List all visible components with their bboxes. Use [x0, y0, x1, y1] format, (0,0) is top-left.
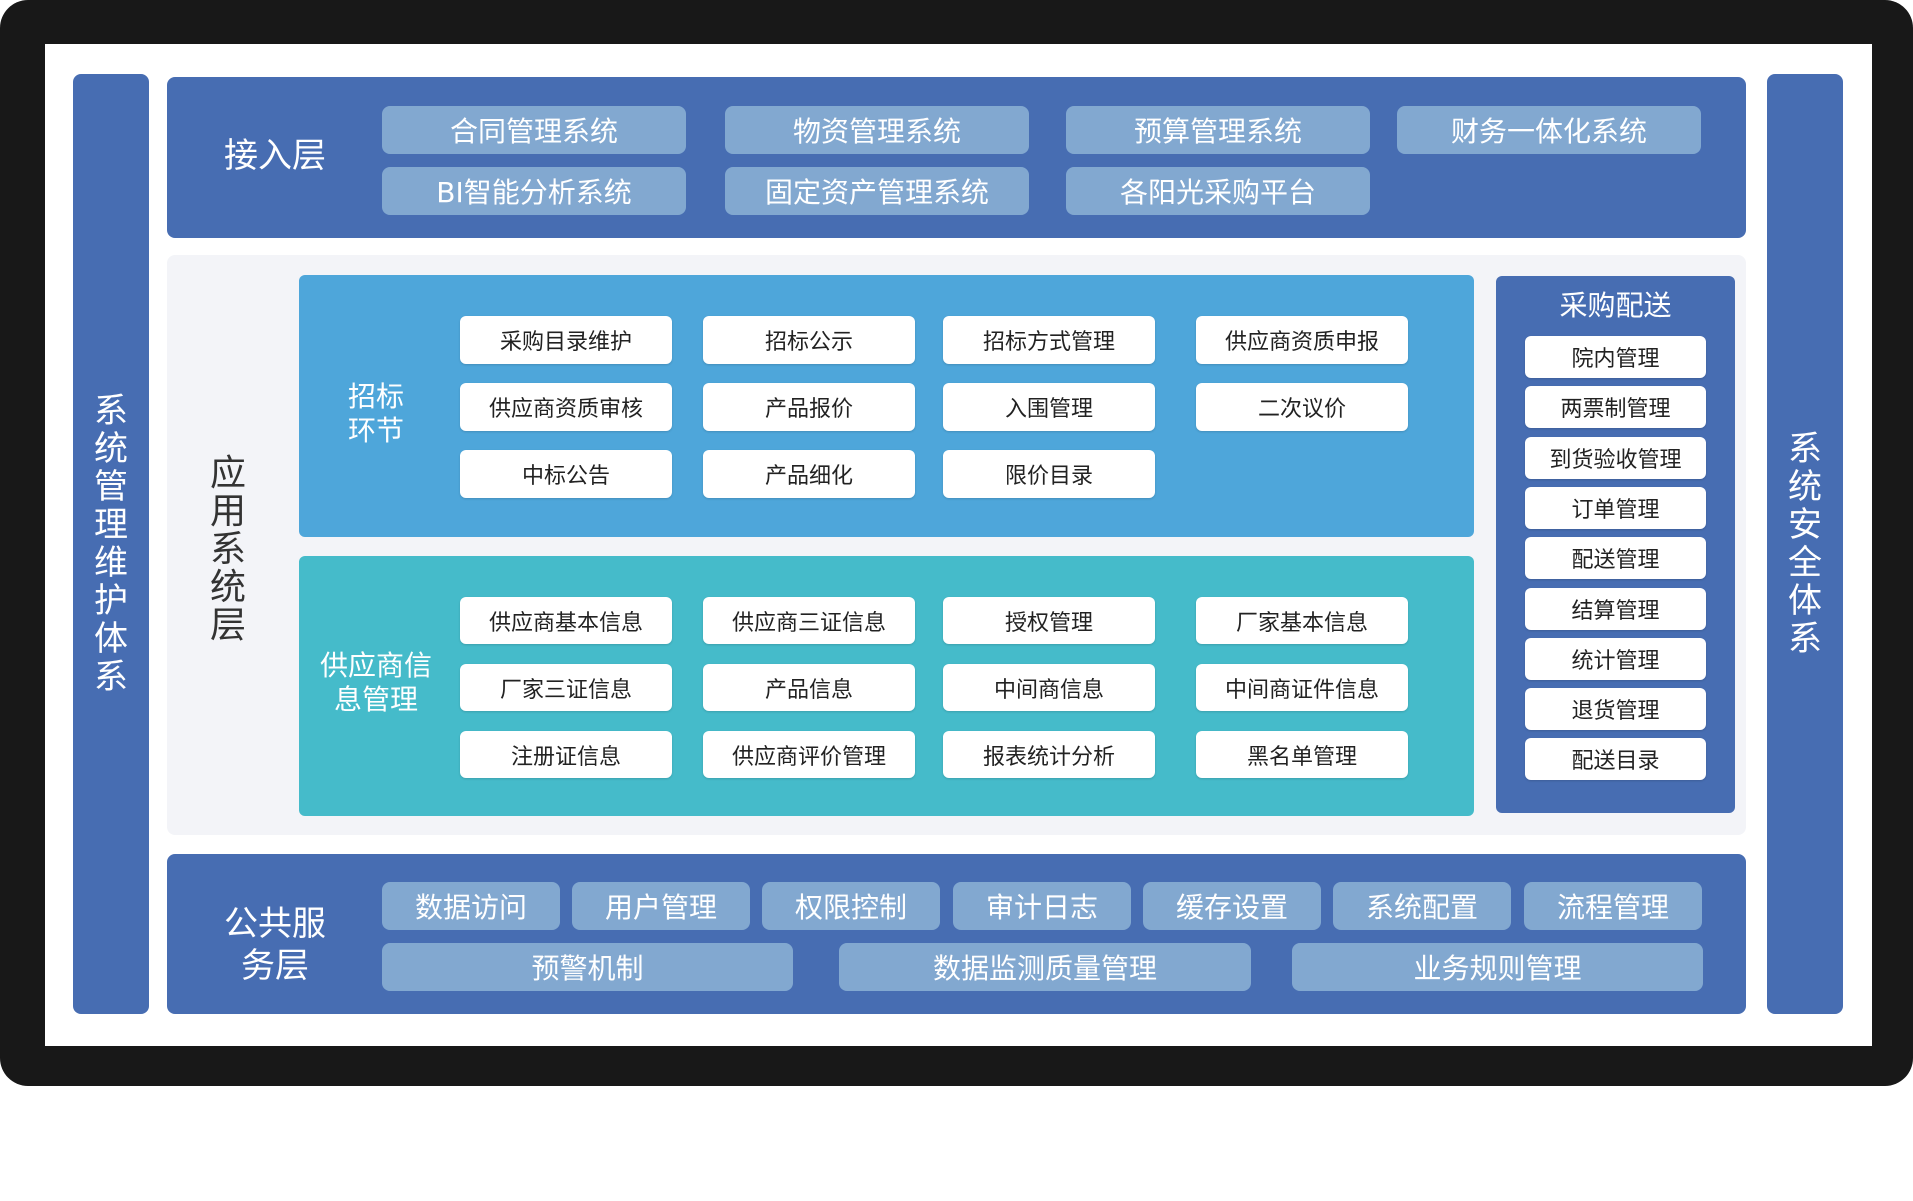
bidding-module-button[interactable]: 中标公告 — [460, 450, 672, 498]
public-service-button[interactable]: 业务规则管理 — [1292, 943, 1703, 991]
access-system-button[interactable]: 预算管理系统 — [1066, 106, 1370, 154]
access-system-button[interactable]: 财务一体化系统 — [1397, 106, 1701, 154]
delivery-module-button[interactable]: 配送目录 — [1525, 738, 1706, 781]
system-security-pillar: 系统安全体系 — [1767, 74, 1843, 1014]
bidding-module-button[interactable]: 采购目录维护 — [460, 316, 672, 364]
delivery-module-button[interactable]: 到货验收管理 — [1525, 436, 1706, 479]
delivery-module-button[interactable]: 配送管理 — [1525, 537, 1706, 580]
supplier-module-button[interactable]: 注册证信息 — [460, 731, 672, 778]
supplier-module-button[interactable]: 供应商基本信息 — [460, 597, 672, 644]
bidding-module-button[interactable]: 招标方式管理 — [943, 316, 1155, 364]
bidding-module-button[interactable]: 产品报价 — [703, 383, 915, 431]
access-system-button[interactable]: 固定资产管理系统 — [725, 167, 1029, 215]
public-service-button[interactable]: 数据访问 — [382, 882, 560, 930]
supplier-module-button[interactable]: 中间商证件信息 — [1196, 664, 1408, 711]
delivery-module-button[interactable]: 两票制管理 — [1525, 386, 1706, 429]
system-maintenance-pillar: 系统管理维护体系 — [73, 74, 149, 1014]
bidding-module-button[interactable]: 供应商资质申报 — [1196, 316, 1408, 364]
public-service-button[interactable]: 审计日志 — [953, 882, 1131, 930]
access-system-button[interactable]: 物资管理系统 — [725, 106, 1029, 154]
pillar-label: 系统管理维护体系 — [94, 391, 128, 697]
supplier-module-button[interactable]: 厂家基本信息 — [1196, 597, 1408, 644]
access-system-button[interactable]: 各阳光采购平台 — [1066, 167, 1370, 215]
public-service-button[interactable]: 权限控制 — [762, 882, 940, 930]
app-layer-label: 应用系统层 — [208, 440, 248, 660]
bidding-label: 招标环节 — [347, 380, 404, 447]
delivery-module-button[interactable]: 院内管理 — [1525, 336, 1706, 378]
pillar-label: 系统安全体系 — [1788, 429, 1822, 659]
app-layer-label-text: 应用系统层 — [209, 453, 246, 646]
public-service-button[interactable]: 预警机制 — [382, 943, 793, 991]
supplier-module-button[interactable]: 供应商评价管理 — [703, 731, 915, 778]
public-service-button[interactable]: 流程管理 — [1524, 882, 1702, 930]
public-service-button[interactable]: 用户管理 — [572, 882, 750, 930]
delivery-module-button[interactable]: 退货管理 — [1525, 688, 1706, 731]
bidding-module-button[interactable]: 产品细化 — [703, 450, 915, 498]
access-layer-label: 接入层 — [224, 136, 326, 176]
bidding-module-button[interactable]: 限价目录 — [943, 450, 1155, 498]
delivery-module-button[interactable]: 订单管理 — [1525, 486, 1706, 529]
public-layer-label: 公共服务层 — [224, 904, 326, 986]
supplier-module-button[interactable]: 供应商三证信息 — [703, 597, 915, 644]
supplier-label: 供应商信息管理 — [319, 649, 432, 716]
access-system-button[interactable]: 合同管理系统 — [382, 106, 686, 154]
supplier-module-button[interactable]: 授权管理 — [943, 597, 1155, 644]
bidding-module-button[interactable]: 供应商资质审核 — [460, 383, 672, 431]
delivery-module-button[interactable]: 统计管理 — [1525, 637, 1706, 680]
public-service-button[interactable]: 数据监测质量管理 — [839, 943, 1251, 991]
supplier-module-button[interactable]: 黑名单管理 — [1196, 731, 1408, 778]
supplier-module-button[interactable]: 中间商信息 — [943, 664, 1155, 711]
public-service-button[interactable]: 系统配置 — [1333, 882, 1511, 930]
bidding-module-button[interactable]: 入围管理 — [943, 383, 1155, 431]
supplier-module-button[interactable]: 报表统计分析 — [943, 731, 1155, 778]
public-service-button[interactable]: 缓存设置 — [1143, 882, 1321, 930]
bidding-module-button[interactable]: 二次议价 — [1196, 383, 1408, 431]
delivery-title: 采购配送 — [1559, 289, 1672, 322]
supplier-module-button[interactable]: 产品信息 — [703, 664, 915, 711]
delivery-module-button[interactable]: 结算管理 — [1525, 587, 1706, 630]
access-system-button[interactable]: BI智能分析系统 — [382, 167, 686, 215]
supplier-module-button[interactable]: 厂家三证信息 — [460, 664, 672, 711]
bidding-module-button[interactable]: 招标公示 — [703, 316, 915, 364]
